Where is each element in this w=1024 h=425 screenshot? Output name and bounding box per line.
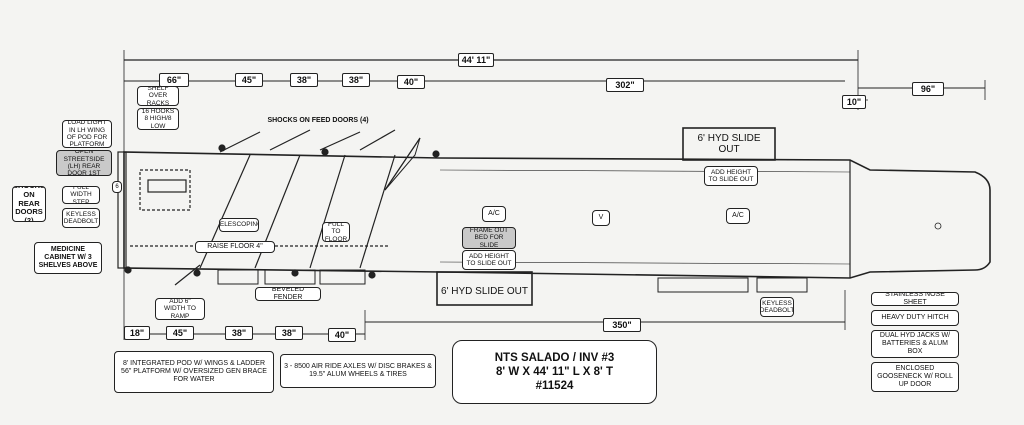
fender-1 (217, 269, 259, 285)
shock-3 (319, 131, 361, 151)
light-6 (291, 269, 299, 277)
side-box-2 (756, 277, 808, 293)
label-keyless-side: KEYLESS DEADBOLT (760, 297, 794, 317)
dim-10: 10" (842, 95, 866, 109)
label-axles: 3 - 8500 AIR RIDE AXLES W/ DISC BRAKES &… (280, 354, 436, 388)
side-box-1 (657, 277, 749, 293)
label-full-width-step: FULL WIDTH STEP (62, 186, 100, 204)
light-4 (124, 266, 132, 274)
label-jacks: DUAL HYD JACKS W/ BATTERIES & ALUM BOX (871, 330, 959, 358)
rack (147, 179, 187, 193)
rack-area (139, 169, 191, 211)
kingpin (934, 222, 942, 230)
label-ac-right: A/C (726, 208, 750, 224)
label-raise-floor: RAISE FLOOR 4" (195, 241, 275, 253)
trailer-body (123, 151, 991, 279)
label-frame-out-bed: FRAME OUT BED FOR SLIDE (462, 227, 516, 249)
light-7 (368, 271, 376, 279)
label-full-to-floor: FULL TO FLOOR (322, 222, 350, 242)
light-3 (432, 150, 440, 158)
dim-38-bottom-b: 38" (275, 326, 303, 340)
label-telescoping: TELESCOPING (219, 218, 259, 232)
shock-1 (219, 131, 261, 153)
label-ac-left: A/C (482, 206, 506, 222)
dim-45-bottom: 45" (166, 326, 194, 340)
dim-66: 66" (159, 73, 189, 87)
light-1 (218, 144, 226, 152)
gate-3 (309, 154, 346, 269)
label-shelf-over-racks: SHELF OVER RACKS (137, 86, 179, 106)
gate-4 (359, 154, 396, 269)
title-line-2: 8' W X 44' 11" L X 8' T (496, 366, 613, 378)
dim-38-bottom-a: 38" (225, 326, 253, 340)
slide-out-top-box (682, 127, 776, 161)
label-add-height-lower: ADD HEIGHT TO SLIDE OUT (462, 250, 516, 270)
overall-dim: 44' 11" (458, 53, 494, 67)
label-rear-door-num: 6 (112, 181, 122, 193)
label-v: V (592, 210, 610, 226)
light-2 (321, 148, 329, 156)
dim-40-bottom: 40" (328, 328, 356, 342)
dim-18: 18" (124, 326, 150, 340)
ramp-arrow (174, 264, 201, 286)
label-add-height-upper: ADD HEIGHT TO SLIDE OUT (704, 166, 758, 186)
title-line-1: NTS SALADO / INV #3 (494, 352, 615, 364)
dim-40-top: 40" (397, 75, 425, 89)
feed-door (384, 137, 421, 191)
label-beveled-fender: BEVELED FENDER (255, 287, 321, 301)
inner-line-top (439, 169, 851, 173)
dim-302: 302" (606, 78, 644, 92)
label-load-light: LOAD LIGHT IN LH WING OF POD FOR PLATFOR… (62, 120, 112, 148)
label-slide-out-bottom: 6' HYD SLIDE OUT (441, 286, 528, 298)
label-shocks-feed: SHOCKS ON FEED DOORS (4) (267, 117, 369, 124)
label-pod: 8' INTEGRATED POD W/ WINGS & LADDER 56" … (114, 351, 274, 393)
label-hitch: HEAVY DUTY HITCH (871, 310, 959, 326)
dim-38-top-b: 38" (342, 73, 370, 87)
label-shocks-rear: SHOCKS ON REAR DOORS (2) (12, 186, 46, 222)
label-slide-out-top: 6' HYD SLIDE OUT (697, 134, 761, 154)
dim-96: 96" (912, 82, 944, 96)
fender-3 (319, 269, 366, 285)
dim-350: 350" (603, 318, 641, 332)
shock-2 (269, 129, 311, 151)
light-5 (193, 269, 201, 277)
label-keyless-rear: KEYLESS DEADBOLT (62, 208, 100, 228)
dim-38-top-a: 38" (290, 73, 318, 87)
slide-out-bottom-box (436, 271, 533, 306)
label-medicine-cabinet: MEDICINE CABINET W/ 3 SHELVES ABOVE (34, 242, 102, 274)
label-open-streetside: OPEN STREETSIDE (LH) REAR DOOR 1ST (56, 150, 112, 176)
label-gooseneck: ENCLOSED GOOSENECK W/ ROLL UP DOOR (871, 362, 959, 392)
label-hooks: 16 HOOKS 8 HIGH/8 LOW (137, 108, 179, 130)
rear-door (117, 151, 127, 269)
title-line-3: #11524 (535, 380, 574, 392)
title-block: NTS SALADO / INV #3 8' W X 44' 11" L X 8… (452, 340, 657, 404)
label-add-width: ADD 6" WIDTH TO RAMP (155, 298, 205, 320)
fender-2 (264, 269, 316, 285)
dim-45-top: 45" (235, 73, 263, 87)
label-nose-sheet: STAINLESS NOSE SHEET (871, 292, 959, 306)
shock-4 (359, 129, 396, 151)
